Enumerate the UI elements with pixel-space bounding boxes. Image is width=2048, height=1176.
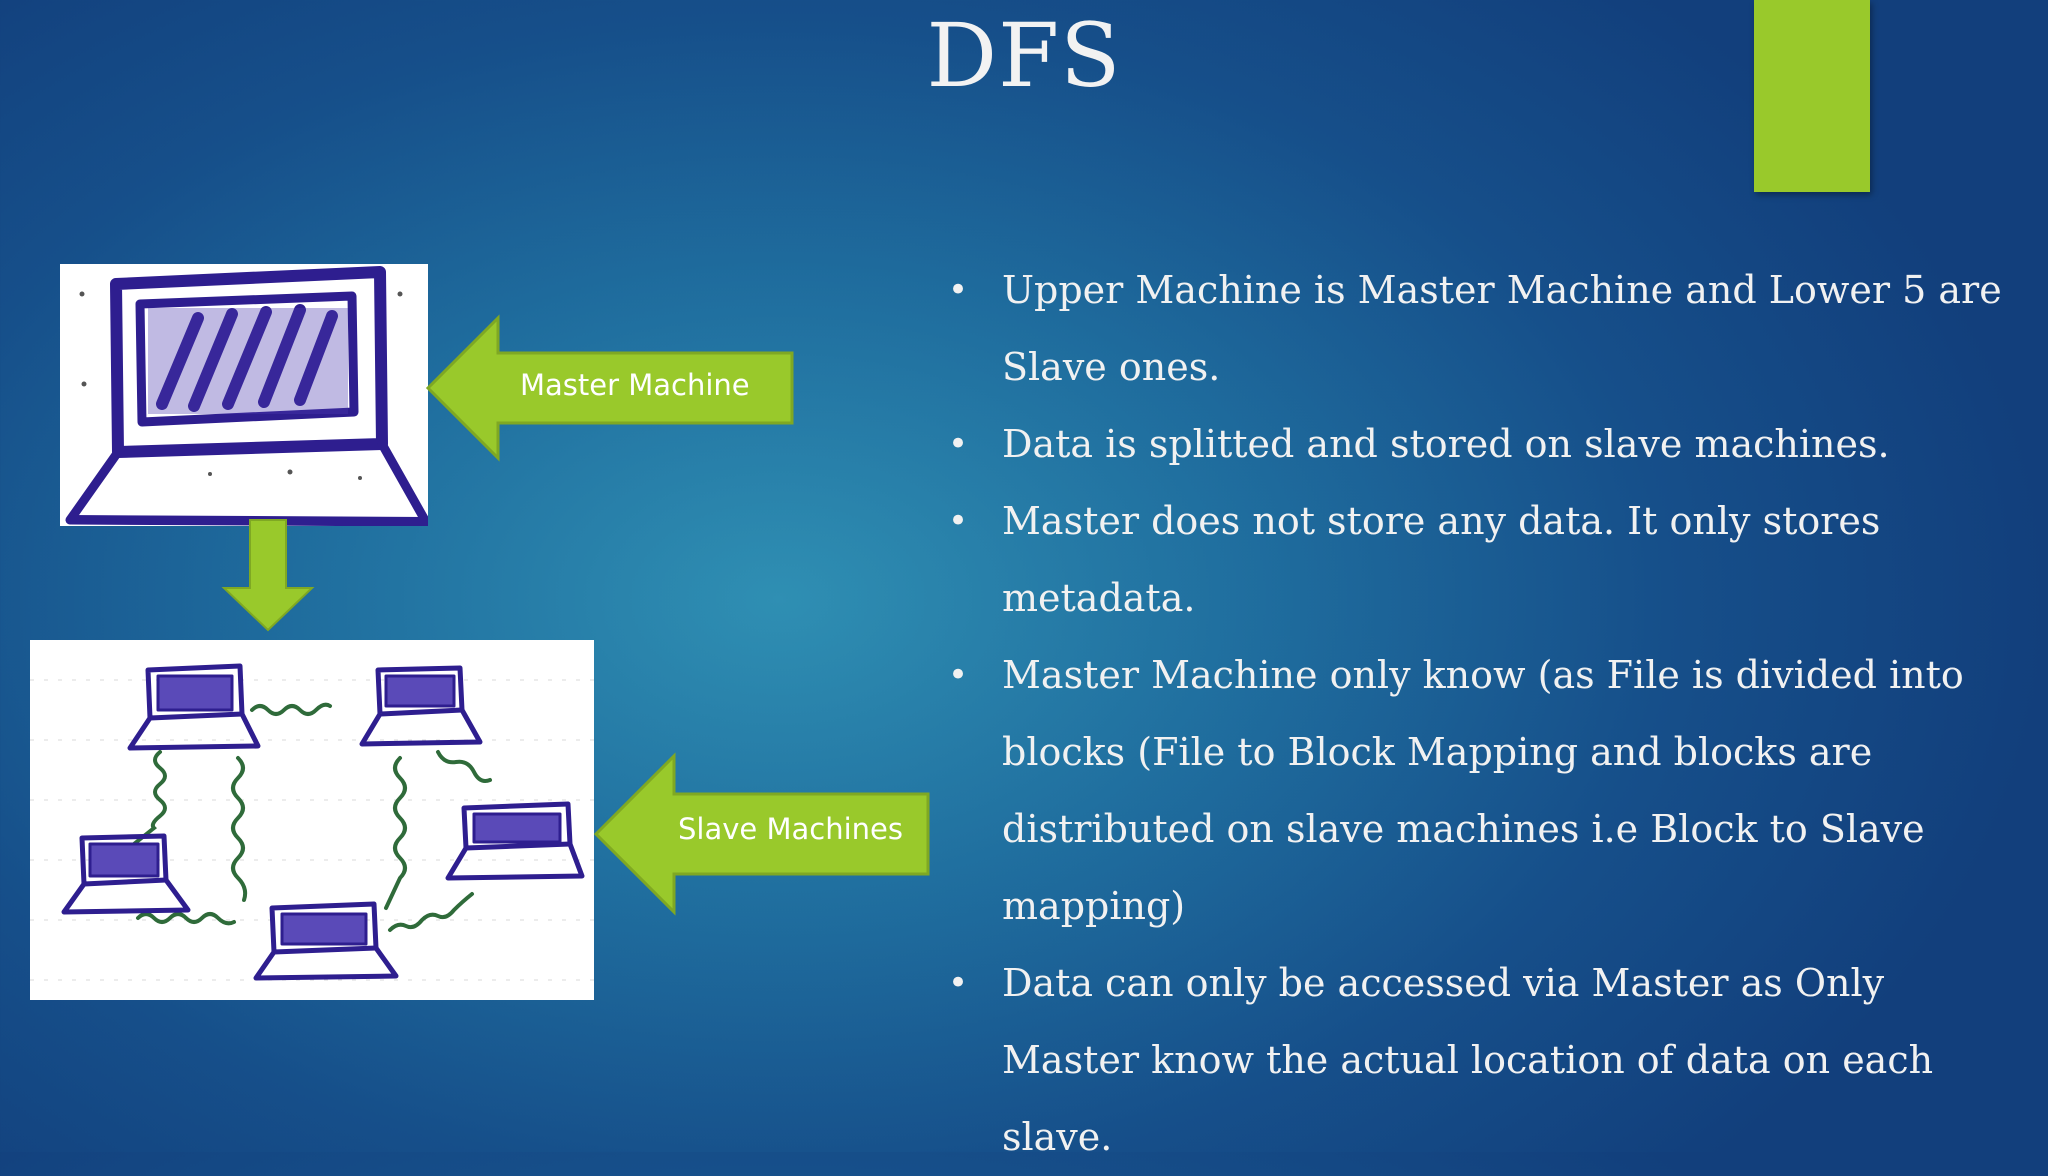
accent-bar [1754,0,1870,192]
bullet-dot-icon: • [948,270,969,310]
bullet-dot-icon: • [948,963,969,1003]
slave-laptop-icon [253,901,399,981]
slide: DFS [30,0,2002,1159]
slave-laptop-icon [61,833,191,915]
down-arrow-icon [221,519,315,632]
slave-laptop-icon [127,663,261,751]
bullet-dot-icon: • [948,501,969,541]
bullet-item: •Data is splitted and stored on slave ma… [940,406,2020,483]
bullet-item: •Master Machine only know (as File is di… [940,637,2020,945]
bullet-dot-icon: • [948,424,969,464]
bullet-item: •Master does not store any data. It only… [940,483,2020,637]
laptop-sketch-icon [65,266,431,527]
slide-title: DFS [926,4,1122,107]
bullet-list: •Upper Machine is Master Machine and Low… [940,252,2020,1176]
bullet-item: •Upper Machine is Master Machine and Low… [940,252,2020,406]
slave-machines-sketch [30,640,594,1000]
master-machine-label: Master Machine [520,368,750,402]
slave-machines-arrow [593,752,930,916]
bullet-dot-icon: • [948,655,969,695]
slave-laptop-icon [445,801,585,881]
slave-machines-label: Slave Machines [678,812,903,846]
master-machine-arrow [425,314,794,462]
master-machine-sketch [60,264,431,527]
bullet-item: •Data can only be accessed via Master as… [940,945,2020,1176]
slave-laptop-icon [359,665,483,747]
